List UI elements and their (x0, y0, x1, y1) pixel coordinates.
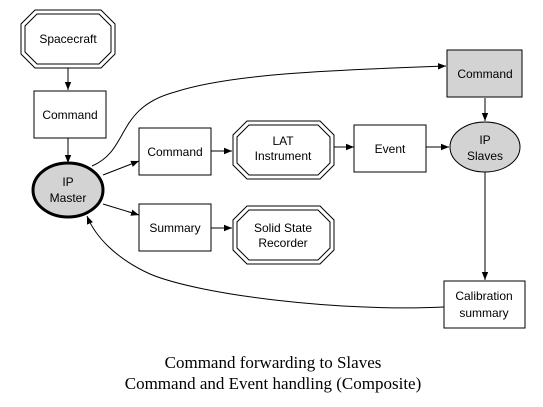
command-top-label: Command (42, 108, 97, 122)
edge-calibration-to-ip-master (86, 215, 445, 309)
node-summary: Summary (138, 203, 212, 252)
edge-ip-master-to-command (102, 160, 140, 176)
calibration-label-line2: summary (459, 306, 508, 320)
command-right-label: Command (457, 67, 512, 81)
node-command-top: Command (33, 90, 107, 139)
edges (64, 63, 489, 309)
node-solid-state-recorder: Solid State Recorder (232, 205, 335, 265)
summary-label: Summary (149, 221, 200, 235)
ip-master-label-line2: Master (50, 191, 87, 205)
node-lat-instrument: LAT Instrument (232, 120, 335, 180)
ssr-label-line2: Recorder (258, 236, 307, 250)
ssr-label-line1: Solid State (254, 221, 312, 235)
node-command-mid: Command (138, 127, 212, 176)
command-mid-label: Command (147, 145, 202, 159)
spacecraft-label: Spacecraft (39, 32, 97, 46)
edge-ip-master-to-summary (102, 203, 140, 216)
node-command-right: Command (446, 49, 523, 98)
ip-master-label-line1: IP (62, 175, 73, 189)
lat-label-line1: LAT (272, 134, 294, 148)
caption-line2: Command and Event handling (Composite) (125, 374, 422, 393)
caption-line1: Command forwarding to Slaves (165, 353, 382, 372)
node-ip-master: IP Master (31, 161, 105, 219)
event-label: Event (375, 142, 406, 156)
ip-slaves-label-line1: IP (479, 133, 490, 147)
node-ip-slaves: IP Slaves (449, 121, 521, 173)
node-spacecraft: Spacecraft (20, 9, 116, 69)
edge-ip-master-to-command-right (91, 63, 447, 167)
ip-slaves-label-line2: Slaves (467, 149, 503, 163)
node-calibration-summary: Calibration summary (443, 280, 526, 329)
lat-label-line2: Instrument (255, 149, 312, 163)
calibration-label-line1: Calibration (455, 289, 512, 303)
node-event: Event (353, 124, 427, 173)
